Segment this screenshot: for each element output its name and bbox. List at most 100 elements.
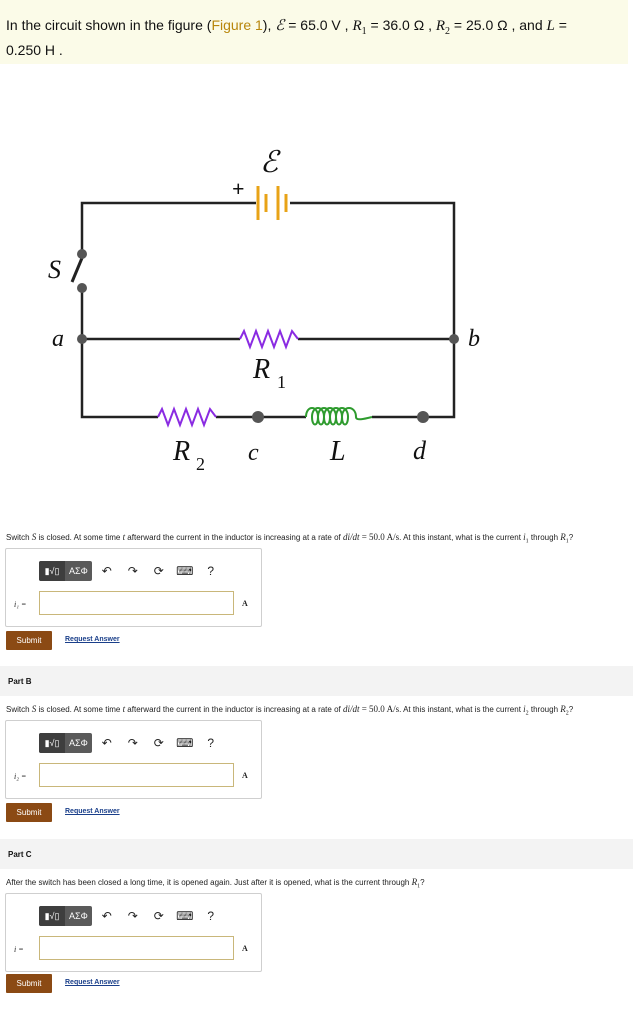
inductance-value: 0.250 H . bbox=[6, 41, 63, 58]
switch-node-bottom bbox=[77, 283, 87, 293]
part-b-submit-button[interactable]: Submit bbox=[6, 803, 52, 822]
top-wire-right bbox=[290, 201, 456, 419]
part-c-unit: A bbox=[242, 944, 248, 953]
l-symbol: L bbox=[546, 18, 555, 34]
r1-label-sub: 1 bbox=[277, 372, 286, 392]
undo-icon[interactable]: ↶ bbox=[101, 736, 112, 750]
r1-label: R bbox=[252, 354, 270, 385]
keyboard-icon[interactable]: ⌨ bbox=[176, 909, 194, 923]
r1-sub: 1 bbox=[361, 25, 367, 37]
circuit-nodes bbox=[77, 249, 459, 423]
part-c-answer-box: ▮√▯ ΑΣΦ ↶ ↷ ⟳ ⌨ ? i = A bbox=[5, 893, 262, 972]
qa-didt: di/dt bbox=[342, 532, 360, 542]
qb-time-sym: t bbox=[122, 704, 126, 714]
help-icon[interactable]: ? bbox=[207, 736, 215, 750]
redo-icon[interactable]: ↷ bbox=[127, 909, 138, 923]
node-c bbox=[252, 411, 264, 423]
greek-symbols-button[interactable]: ΑΣΦ bbox=[69, 566, 88, 576]
qb-current-sym: i bbox=[523, 704, 526, 714]
qb-text-5: . At this instant, what is the current bbox=[399, 705, 524, 714]
switch-label: S bbox=[48, 255, 61, 284]
qc-text-1: After the switch has been closed a long … bbox=[6, 878, 412, 887]
resistor-r1-icon bbox=[239, 328, 299, 350]
toolbar-dark-group: ▮√▯ ΑΣΦ bbox=[39, 561, 92, 581]
emf-symbol: ℰ bbox=[275, 18, 285, 34]
keyboard-icon[interactable]: ⌨ bbox=[176, 736, 194, 750]
part-b-title: Part B bbox=[8, 677, 32, 686]
part-b-math-toolbar: ▮√▯ ΑΣΦ ↶ ↷ ⟳ ⌨ ? bbox=[39, 733, 222, 753]
qb-didt: di/dt bbox=[342, 704, 360, 714]
battery-icon bbox=[256, 186, 288, 220]
help-icon[interactable]: ? bbox=[207, 564, 215, 578]
part-c-request-answer-link[interactable]: Request Answer bbox=[65, 979, 120, 986]
figure-link[interactable]: Figure 1 bbox=[211, 17, 263, 33]
part-a-request-answer-link[interactable]: Request Answer bbox=[65, 636, 120, 643]
r2-sub: 2 bbox=[445, 25, 451, 37]
top-wire-left bbox=[80, 201, 256, 258]
templates-button[interactable]: ▮√▯ bbox=[39, 733, 65, 753]
switch-blade bbox=[70, 257, 84, 283]
part-b-answer-input[interactable] bbox=[39, 763, 234, 787]
qa-resistor-sym: R bbox=[560, 532, 566, 542]
part-a-unit: A bbox=[242, 599, 248, 608]
qa-time-sym: t bbox=[122, 532, 126, 542]
plus-label: + bbox=[232, 176, 245, 201]
part-a-answer-input[interactable] bbox=[39, 591, 234, 615]
qb-resistor-sym: R bbox=[560, 704, 566, 714]
node-c-label: c bbox=[248, 440, 259, 466]
qc-text-7: ? bbox=[420, 878, 425, 887]
qa-current-sym: i bbox=[523, 532, 526, 542]
qb-resistor-sub: 2 bbox=[565, 710, 569, 717]
emf-value: = 65.0 V , bbox=[284, 17, 353, 33]
r2-label-sub: 2 bbox=[196, 454, 205, 474]
node-a-label: a bbox=[52, 326, 64, 352]
qa-text-1: Switch bbox=[6, 533, 32, 542]
part-a-submit-button[interactable]: Submit bbox=[6, 631, 52, 650]
node-a bbox=[77, 334, 87, 344]
node-b-label: b bbox=[468, 326, 480, 352]
reset-icon[interactable]: ⟳ bbox=[153, 564, 164, 578]
templates-button[interactable]: ▮√▯ bbox=[39, 906, 65, 926]
r1-value: = 36.0 Ω , bbox=[366, 17, 436, 33]
qa-text-3: afterward the current in the inductor is… bbox=[125, 533, 343, 542]
greek-symbols-button[interactable]: ΑΣΦ bbox=[69, 738, 88, 748]
qb-switch-sym: S bbox=[31, 704, 37, 714]
reset-icon[interactable]: ⟳ bbox=[153, 736, 164, 750]
keyboard-icon[interactable]: ⌨ bbox=[176, 564, 194, 578]
toolbar-dark-group: ▮√▯ ΑΣΦ bbox=[39, 906, 92, 926]
undo-icon[interactable]: ↶ bbox=[101, 909, 112, 923]
qb-text-6: through bbox=[528, 705, 561, 714]
qa-text-7: ? bbox=[568, 533, 574, 542]
r1-symbol: R bbox=[352, 18, 362, 34]
inductor-label: L bbox=[329, 436, 346, 467]
undo-icon[interactable]: ↶ bbox=[101, 564, 112, 578]
part-c-math-toolbar: ▮√▯ ΑΣΦ ↶ ↷ ⟳ ⌨ ? bbox=[39, 906, 222, 926]
part-b-unit: A bbox=[242, 771, 248, 780]
qa-text-2: is closed. At some time bbox=[36, 533, 123, 542]
part-b-question: Switch S is closed. At some time t after… bbox=[6, 704, 573, 717]
l-value: = bbox=[554, 17, 567, 33]
part-c-submit-button[interactable]: Submit bbox=[6, 974, 52, 993]
toolbar-dark-group: ▮√▯ ΑΣΦ bbox=[39, 733, 92, 753]
qb-text-3: afterward the current in the inductor is… bbox=[125, 705, 343, 714]
part-c-answer-input[interactable] bbox=[39, 936, 234, 960]
help-icon[interactable]: ? bbox=[207, 909, 215, 923]
templates-button[interactable]: ▮√▯ bbox=[39, 561, 65, 581]
left-wire-lower bbox=[80, 290, 158, 419]
part-b-request-answer-link[interactable]: Request Answer bbox=[65, 808, 120, 815]
qa-rate-value: = 50.0 A/s bbox=[359, 532, 400, 542]
r2-label: R bbox=[172, 436, 190, 467]
qb-text-1: Switch bbox=[6, 705, 32, 714]
part-c-answer-label: i = bbox=[14, 945, 24, 954]
qb-current-sub: 2 bbox=[525, 710, 529, 717]
greek-symbols-button[interactable]: ΑΣΦ bbox=[69, 911, 88, 921]
redo-icon[interactable]: ↷ bbox=[127, 736, 138, 750]
emf-label: ℰ bbox=[260, 146, 281, 179]
redo-icon[interactable]: ↷ bbox=[127, 564, 138, 578]
problem-statement: In the circuit shown in the figure (Figu… bbox=[0, 0, 628, 64]
part-b-answer-box: ▮√▯ ΑΣΦ ↶ ↷ ⟳ ⌨ ? i₂ = A bbox=[5, 720, 262, 799]
qc-resistor-sub: 1 bbox=[417, 883, 421, 890]
reset-icon[interactable]: ⟳ bbox=[153, 909, 164, 923]
qb-text-2: is closed. At some time bbox=[36, 705, 123, 714]
qa-current-sub: 1 bbox=[525, 538, 529, 545]
